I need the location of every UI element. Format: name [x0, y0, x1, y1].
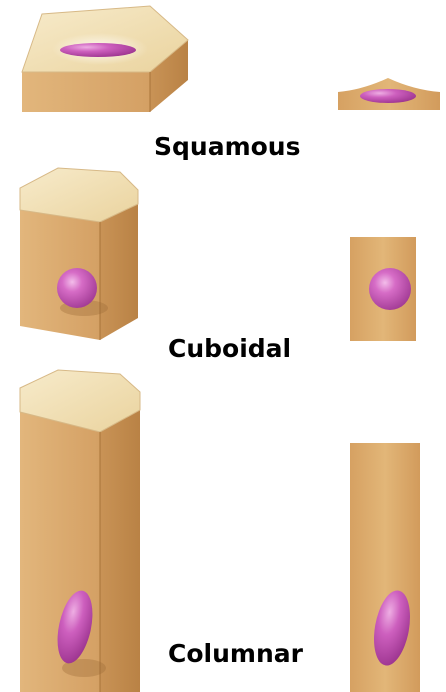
cuboidal-cross-section: [350, 237, 416, 341]
cuboidal-section-nucleus: [369, 268, 411, 310]
squamous-section-nucleus: [360, 89, 416, 103]
cuboidal-3d-side-face: [100, 204, 138, 340]
squamous-cross-section: [338, 78, 440, 110]
squamous-3d-cell: [21, 5, 189, 112]
cuboidal-3d-nucleus: [57, 268, 97, 308]
squamous-3d-front-face: [22, 72, 150, 112]
columnar-3d-cell: [19, 369, 141, 692]
cuboidal-label: Cuboidal: [168, 334, 292, 363]
columnar-3d-side-face: [100, 410, 140, 692]
squamous-3d-nucleus: [60, 43, 136, 57]
columnar-3d-top-face: [19, 369, 141, 433]
squamous-label: Squamous: [154, 132, 301, 161]
columnar-label: Columnar: [168, 639, 303, 668]
squamous-3d-side-face: [150, 40, 188, 112]
cuboidal-3d-cell: [19, 167, 139, 340]
cuboidal-3d-top-face: [19, 167, 139, 223]
columnar-cross-section: [350, 443, 420, 692]
columnar-section-nucleus: [374, 590, 410, 666]
columnar-3d-nucleus: [57, 590, 93, 664]
